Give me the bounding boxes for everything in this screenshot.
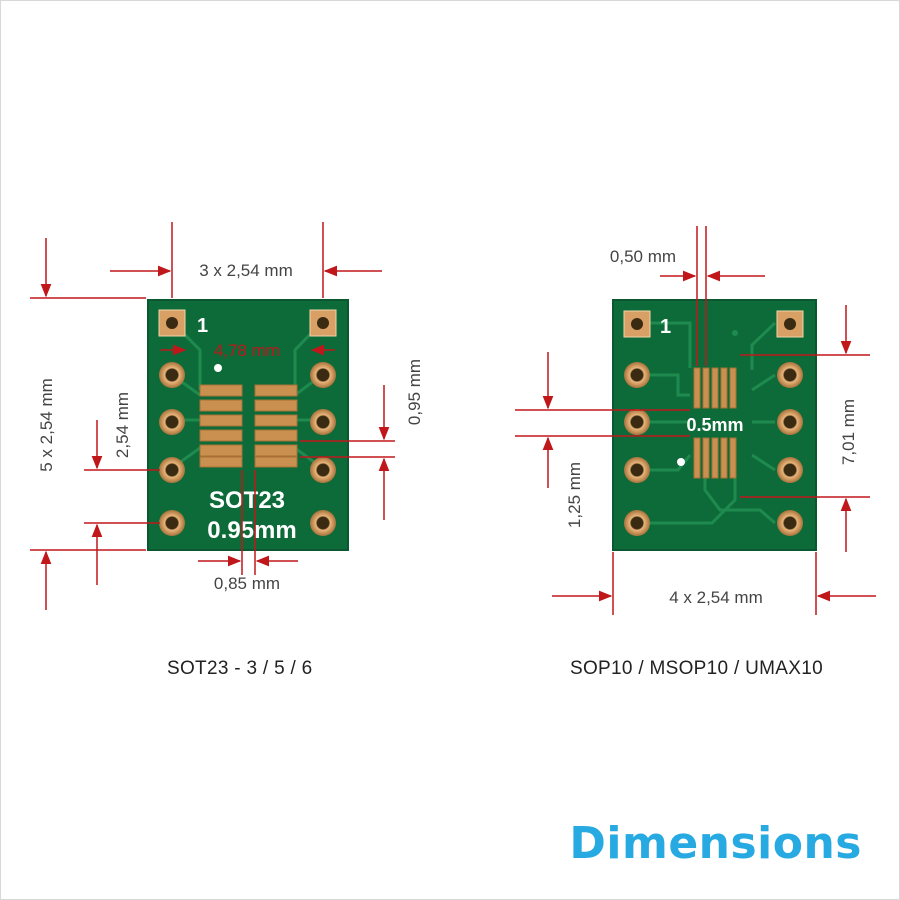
dim-pad-width: 0,85 mm	[214, 574, 280, 593]
fiducial	[732, 330, 738, 336]
pad-hole	[631, 318, 643, 330]
pad-round	[159, 510, 185, 536]
pad-round	[159, 409, 185, 435]
sop10-dimension-lines	[515, 226, 876, 615]
dim-inner-span: 7,01 mm	[839, 399, 858, 465]
smd-pads	[199, 384, 298, 468]
pcb-traces	[650, 321, 777, 525]
pad-round	[310, 409, 336, 435]
dim-pad-length: 1,25 mm	[565, 462, 584, 528]
pad-round	[310, 510, 336, 536]
pad-round	[159, 457, 185, 483]
dim-inner-width: 4,78 mm	[214, 341, 280, 360]
pad-hole	[784, 318, 796, 330]
dim-left-total: 5 x 2,54 mm	[37, 378, 56, 472]
sot23-dimension-lines	[30, 222, 395, 610]
pad-hole	[166, 317, 178, 329]
pad-round	[777, 457, 803, 483]
dim-pad-pitch: 0,95 mm	[405, 359, 424, 425]
brand-title: Dimensions	[569, 818, 862, 869]
pad-round	[310, 362, 336, 388]
pad-hole	[317, 317, 329, 329]
dim-top-pitch: 3 x 2,54 mm	[199, 261, 293, 280]
pin1-label: 1	[660, 316, 671, 338]
silk-pitch: 0.95mm	[207, 517, 296, 544]
pad-round	[777, 409, 803, 435]
sot23-board: 1 SOT23 0.95mm	[147, 299, 349, 551]
pad-round	[624, 457, 650, 483]
pad-round	[624, 409, 650, 435]
pin1-dot	[677, 458, 685, 466]
board-caption-sot23: SOT23 - 3 / 5 / 6	[167, 658, 313, 679]
pad-round	[624, 510, 650, 536]
pin1-dot	[214, 364, 222, 372]
board-caption-sop10: SOP10 / MSOP10 / UMAX10	[570, 658, 823, 679]
dim-left-pitch: 2,54 mm	[113, 392, 132, 458]
pad-round	[310, 457, 336, 483]
silk-pitch: 0.5mm	[686, 415, 743, 435]
dim-pad-width: 0,50 mm	[610, 247, 676, 266]
pad-round	[777, 362, 803, 388]
smd-pads-fine	[693, 367, 737, 479]
pin1-label: 1	[197, 315, 208, 337]
pad-round	[159, 362, 185, 388]
pad-round	[777, 510, 803, 536]
sop10-board: 1 0.5mm	[612, 299, 817, 551]
pad-round	[624, 362, 650, 388]
dim-bottom-pitch: 4 x 2,54 mm	[669, 588, 763, 607]
silk-part-name: SOT23	[209, 487, 285, 514]
